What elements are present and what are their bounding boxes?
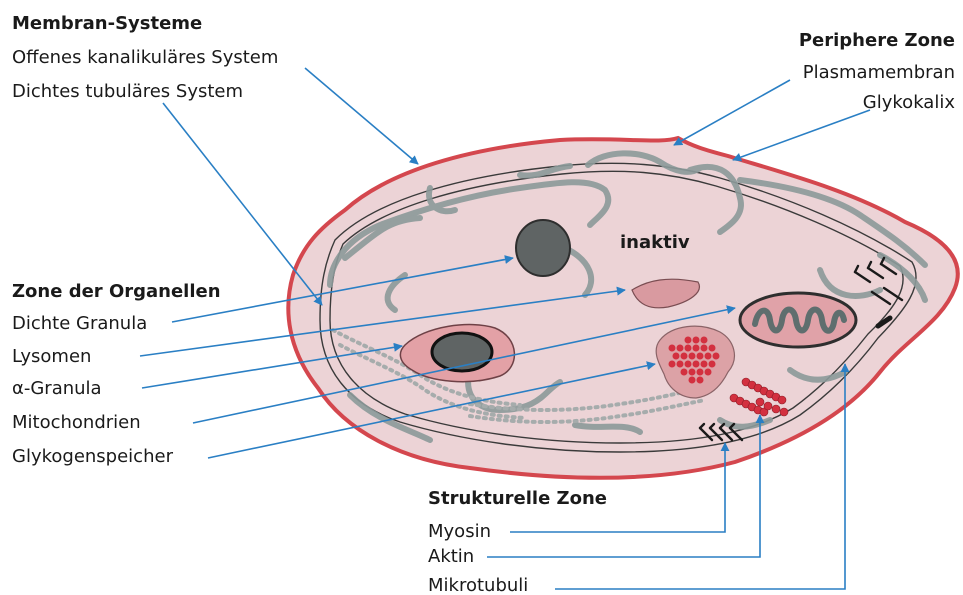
peripheral-zone-heading: Periphere Zone <box>799 30 955 52</box>
arrow-plasmamembrane <box>674 80 790 145</box>
actin-label: Aktin <box>428 546 474 568</box>
state-label: inaktiv <box>620 232 690 254</box>
arrow-glycocalix <box>733 110 870 160</box>
microtubuli-label: Mikrotubuli <box>428 575 528 595</box>
open-canalicular-label: Offenes kanalikuläres System <box>12 47 278 69</box>
myosin-label: Myosin <box>428 521 491 543</box>
dense-granule <box>516 220 570 276</box>
organelles-zone-heading: Zone der Organellen <box>12 281 221 303</box>
glycogen-label: Glykogenspeicher <box>12 446 173 468</box>
mitochondria-label: Mitochondrien <box>12 412 141 434</box>
dense-tubular-label: Dichtes tubuläres System <box>12 81 243 103</box>
lysosome-label: Lysomen <box>12 346 91 368</box>
membrane-systems-heading: Membran-Systeme <box>12 13 202 35</box>
structural-zone-heading: Strukturelle Zone <box>428 488 607 510</box>
plasmamembrane-label: Plasmamembran <box>803 62 955 84</box>
glycocalix-label: Glykokalix <box>863 92 955 114</box>
dense-granule-label: Dichte Granula <box>12 313 147 335</box>
arrow-open-canalicular <box>305 68 418 164</box>
alpha-granule-label: α-Granula <box>12 378 102 400</box>
arrow-dense-tubular <box>163 103 322 305</box>
